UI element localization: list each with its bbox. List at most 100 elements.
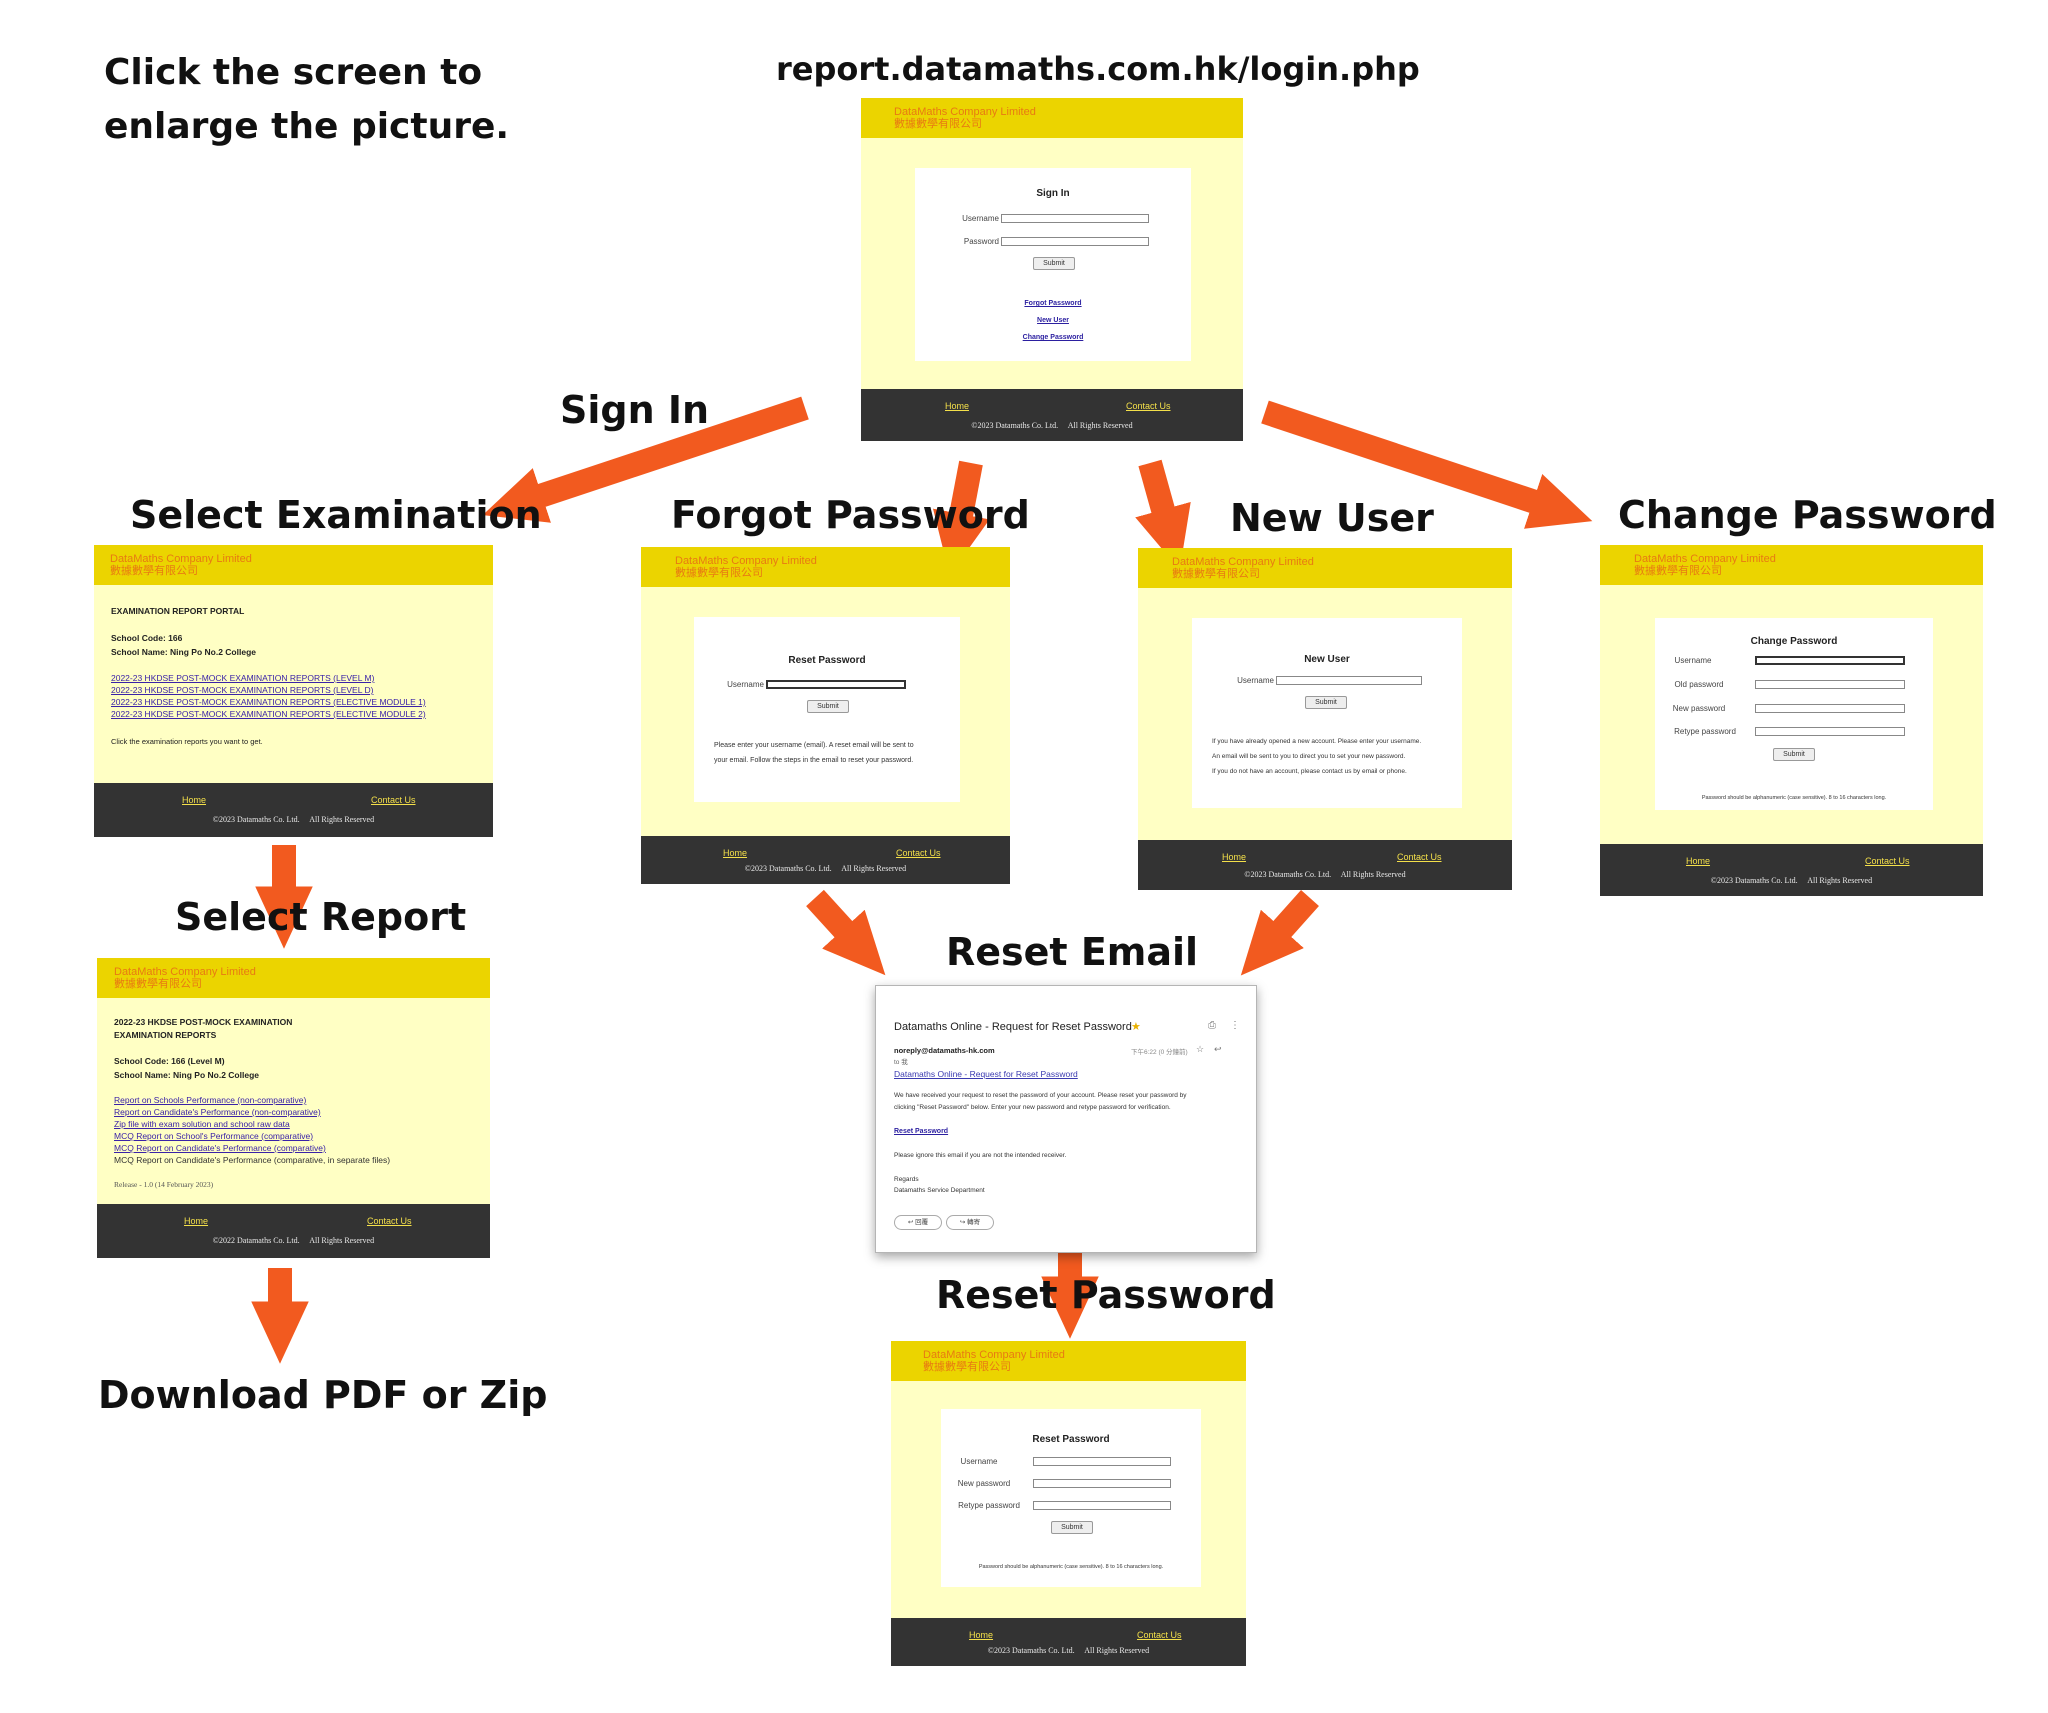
exam-report-link[interactable]: 2022-23 HKDSE POST-MOCK EXAMINATION REPO…	[111, 697, 426, 707]
intro-line-1: Click the screen to	[104, 52, 483, 93]
contact-link[interactable]: Contact Us	[1137, 1630, 1182, 1640]
exam-report-link[interactable]: 2022-23 HKDSE POST-MOCK EXAMINATION REPO…	[111, 709, 426, 719]
copyright: ©2023 Datamaths Co. Ltd. All Rights Rese…	[744, 864, 907, 873]
reset-title: Reset Password	[788, 655, 866, 666]
username-input[interactable]	[1755, 656, 1905, 665]
home-link[interactable]: Home	[945, 401, 970, 411]
submit-button[interactable]: Submit	[1305, 696, 1347, 709]
new-user-card: New User Username Submit If you have alr…	[1192, 618, 1462, 808]
report-link[interactable]: Report on Candidate's Performance (non-c…	[114, 1107, 321, 1117]
arrow-forgot-to-email	[806, 889, 886, 976]
new-password-label: New password	[957, 1479, 1011, 1488]
reset-password-link[interactable]: Reset Password	[894, 1128, 949, 1135]
forgot-password-link[interactable]: Forgot Password	[1024, 300, 1082, 307]
username-input[interactable]	[1001, 214, 1149, 223]
home-link[interactable]: Home	[184, 1216, 209, 1226]
email-body-2: clicking "Reset Password" below. Enter y…	[894, 1104, 1171, 1111]
school-name: School Name: Ning Po No.2 College	[111, 647, 256, 657]
home-link[interactable]: Home	[723, 848, 748, 858]
password-input[interactable]	[1001, 237, 1149, 246]
label-sign-in: Sign In	[560, 388, 710, 432]
arrow-newuser-to-email	[1240, 890, 1319, 976]
star-outline-icon[interactable]: ☆	[1196, 1044, 1205, 1054]
open-external-icon[interactable]: ⋮	[1230, 1020, 1240, 1031]
intro-line-2: enlarge the picture.	[104, 106, 510, 147]
report-link[interactable]: MCQ Report on School's Performance (comp…	[114, 1131, 314, 1141]
home-link[interactable]: Home	[969, 1630, 994, 1640]
password-rule: Password should be alphanumeric (case se…	[1701, 795, 1887, 801]
contact-link[interactable]: Contact Us	[371, 795, 416, 805]
report-link-list: Report on Schools Performance (non-compa…	[114, 1094, 390, 1166]
site-footer: Home Contact Us ©2023 Datamaths Co. Ltd.…	[891, 1618, 1246, 1666]
site-footer: Home Contact Us ©2023 Datamaths Co. Ltd.…	[1600, 844, 1983, 896]
change-password-link[interactable]: Change Password	[1022, 334, 1084, 341]
retype-password-input[interactable]	[1755, 727, 1905, 736]
forgot-card: Reset Password Username Submit Please en…	[694, 617, 960, 802]
exam-report-link[interactable]: 2022-23 HKDSE POST-MOCK EXAMINATION REPO…	[111, 673, 375, 683]
retype-password-label: Retype password	[1674, 727, 1736, 736]
contact-link[interactable]: Contact Us	[1865, 856, 1910, 866]
copyright: ©2023 Datamaths Co. Ltd. All Rights Rese…	[987, 1646, 1150, 1655]
username-label: Username	[1237, 676, 1274, 685]
print-icon[interactable]: ⎙	[1208, 1020, 1216, 1031]
email-regards: Regards	[894, 1176, 919, 1183]
school-code: School Code: 166 (Level M)	[114, 1056, 225, 1066]
email-body-1: We have received your request to reset t…	[894, 1092, 1187, 1099]
home-link[interactable]: Home	[1222, 852, 1247, 862]
forward-button[interactable]: ↪ 轉寄	[946, 1215, 994, 1230]
username-input[interactable]	[1276, 676, 1422, 685]
site-footer: Home Contact Us ©2023 Datamaths Co. Ltd.…	[641, 836, 1010, 884]
site-header	[641, 547, 1010, 587]
report-link[interactable]: Report on Schools Performance (non-compa…	[114, 1095, 307, 1105]
home-link[interactable]: Home	[182, 795, 207, 805]
arrow-login-to-newuser	[1135, 459, 1191, 570]
username-input[interactable]	[766, 680, 906, 689]
reply-arrow-icon: ↩	[907, 1219, 916, 1226]
exam-report-link[interactable]: 2022-23 HKDSE POST-MOCK EXAMINATION REPO…	[111, 685, 374, 695]
contact-link[interactable]: Contact Us	[1126, 401, 1171, 411]
site-footer: Home Contact Us ©2023 Datamaths Co. Ltd.…	[861, 389, 1243, 441]
contact-link[interactable]: Contact Us	[1397, 852, 1442, 862]
home-link[interactable]: Home	[1686, 856, 1711, 866]
label-select-examination: Select Examination	[130, 493, 542, 537]
login-title: Sign In	[1036, 188, 1070, 199]
username-label: Username	[960, 1457, 998, 1466]
submit-button[interactable]: Submit	[807, 700, 849, 713]
label-download: Download PDF or Zip	[98, 1373, 548, 1417]
change-title: Change Password	[1750, 636, 1838, 647]
label-new-user: New User	[1230, 496, 1434, 540]
password-label: Password	[963, 237, 999, 246]
submit-button[interactable]: Submit	[1033, 257, 1075, 270]
star-icon[interactable]: ★	[1131, 1021, 1141, 1033]
reset-email-screenshot[interactable]: Datamaths Online - Request for Reset Pas…	[875, 985, 1257, 1253]
contact-link[interactable]: Contact Us	[367, 1216, 412, 1226]
new-password-input[interactable]	[1755, 704, 1905, 713]
new-user-link[interactable]: New User	[1037, 317, 1069, 324]
reply-icon[interactable]: ↩	[1214, 1044, 1222, 1054]
reply-button[interactable]: ↩ 回覆	[894, 1215, 942, 1230]
username-input[interactable]	[1033, 1457, 1171, 1466]
contact-link[interactable]: Contact Us	[896, 848, 941, 858]
submit-button[interactable]: Submit	[1773, 748, 1815, 761]
report-link[interactable]: Zip file with exam solution and school r…	[114, 1119, 290, 1129]
copyright: ©2023 Datamaths Co. Ltd. All Rights Rese…	[971, 421, 1133, 430]
submit-button[interactable]: Submit	[1051, 1521, 1093, 1534]
label-select-report: Select Report	[175, 895, 467, 939]
retype-password-input[interactable]	[1033, 1501, 1171, 1510]
report-link[interactable]: MCQ Report on Candidate's Performance (c…	[114, 1143, 326, 1153]
old-password-input[interactable]	[1755, 680, 1905, 689]
new-password-input[interactable]	[1033, 1479, 1171, 1488]
forward-arrow-icon: ↪	[959, 1219, 968, 1226]
